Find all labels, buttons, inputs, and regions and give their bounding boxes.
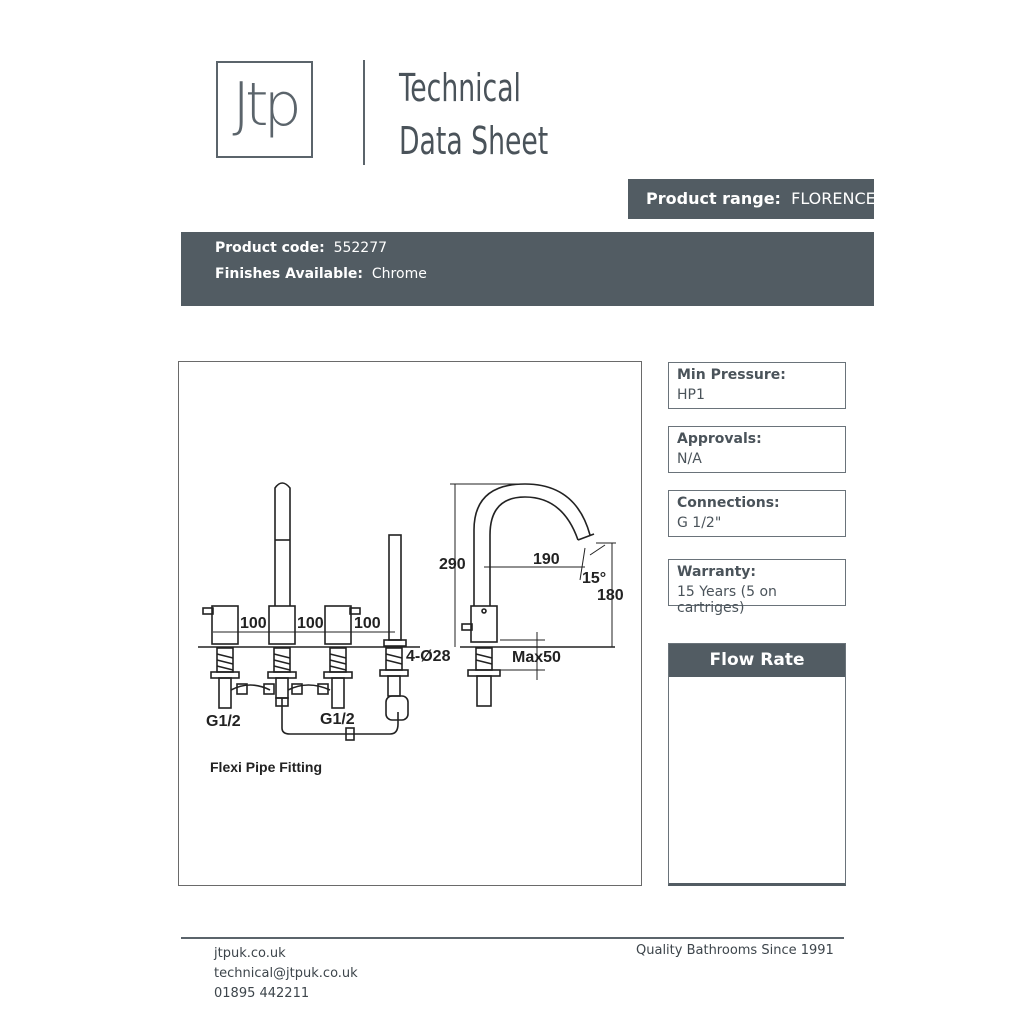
flexi-pipe-left xyxy=(230,684,271,691)
title-line-1: Technical xyxy=(399,66,521,110)
dim-max: Max50 xyxy=(512,649,561,666)
spec-value: 15 Years (5 on cartriges) xyxy=(677,584,777,616)
finishes-value: Chrome xyxy=(371,266,427,282)
footer-website[interactable]: jtpuk.co.uk xyxy=(214,946,286,961)
dim-reach: 190 xyxy=(533,551,560,568)
title-line-2: Data Sheet xyxy=(399,119,549,163)
shanks xyxy=(210,647,409,709)
flexi-pipe-right xyxy=(287,684,331,691)
center-spout xyxy=(274,482,291,606)
footer-rule xyxy=(181,937,844,939)
dim-thread-2: G1/2 xyxy=(320,711,355,728)
spec-label: Connections: xyxy=(677,495,780,511)
product-code-row: Product code: 552277 xyxy=(215,240,387,256)
finishes-label: Finishes Available: xyxy=(215,266,363,282)
diagram-frame xyxy=(178,361,642,886)
left-handle-lever xyxy=(202,607,214,615)
center-spout-base xyxy=(268,605,296,645)
logo-frame xyxy=(216,61,313,158)
side-spout-inner xyxy=(489,496,579,606)
header-divider xyxy=(363,60,365,165)
product-info-bar: Product code: 552277 Finishes Available:… xyxy=(181,232,874,306)
dim-hole: 4-Ø28 xyxy=(406,648,451,665)
left-handle-body xyxy=(211,605,239,645)
product-range-value: FLORENCE xyxy=(791,189,876,208)
spec-connections: Connections: G 1/2" xyxy=(668,490,846,537)
logo: Jtp xyxy=(232,70,301,140)
spec-value: N/A xyxy=(677,451,702,467)
product-code-label: Product code: xyxy=(215,240,325,256)
spec-min-pressure: Min Pressure: HP1 xyxy=(668,362,846,409)
dim-height: 290 xyxy=(439,556,466,573)
footer-phone: 01895 442211 xyxy=(214,986,310,1001)
product-code-value: 552277 xyxy=(333,240,388,256)
dim-100-1: 100 xyxy=(240,615,267,632)
flow-rate-panel: Flow Rate xyxy=(668,643,846,886)
handset xyxy=(388,534,402,641)
dim-thread-1: G1/2 xyxy=(206,713,241,730)
spec-approvals: Approvals: N/A xyxy=(668,426,846,473)
spec-label: Warranty: xyxy=(677,564,757,580)
dim-spout-height: 180 xyxy=(597,587,624,604)
dim-angle: 15° xyxy=(582,570,606,587)
side-base xyxy=(470,605,498,643)
flow-rate-title: Flow Rate xyxy=(669,644,845,677)
right-handle-body xyxy=(324,605,352,645)
side-spout-outer xyxy=(473,483,591,606)
right-handle-lever xyxy=(349,607,361,615)
dim-100-2: 100 xyxy=(297,615,324,632)
spec-warranty: Warranty: 15 Years (5 on cartriges) xyxy=(668,559,846,616)
spec-label: Approvals: xyxy=(677,431,762,447)
footer-email[interactable]: technical@jtpuk.co.uk xyxy=(214,966,358,981)
spec-value: G 1/2" xyxy=(677,515,722,531)
diagram-caption: Flexi Pipe Fitting xyxy=(210,759,323,775)
spec-label: Min Pressure: xyxy=(677,367,786,383)
product-range-bar: Product range: FLORENCE xyxy=(628,179,876,219)
check-valve xyxy=(385,695,409,721)
dim-100-3: 100 xyxy=(354,615,381,632)
footer-tagline: Quality Bathrooms Since 1991 xyxy=(636,943,834,958)
product-range-label: Product range: xyxy=(646,189,781,208)
spec-value: HP1 xyxy=(677,387,705,403)
flexi-hose xyxy=(281,698,399,735)
finishes-row: Finishes Available: Chrome xyxy=(215,266,427,282)
